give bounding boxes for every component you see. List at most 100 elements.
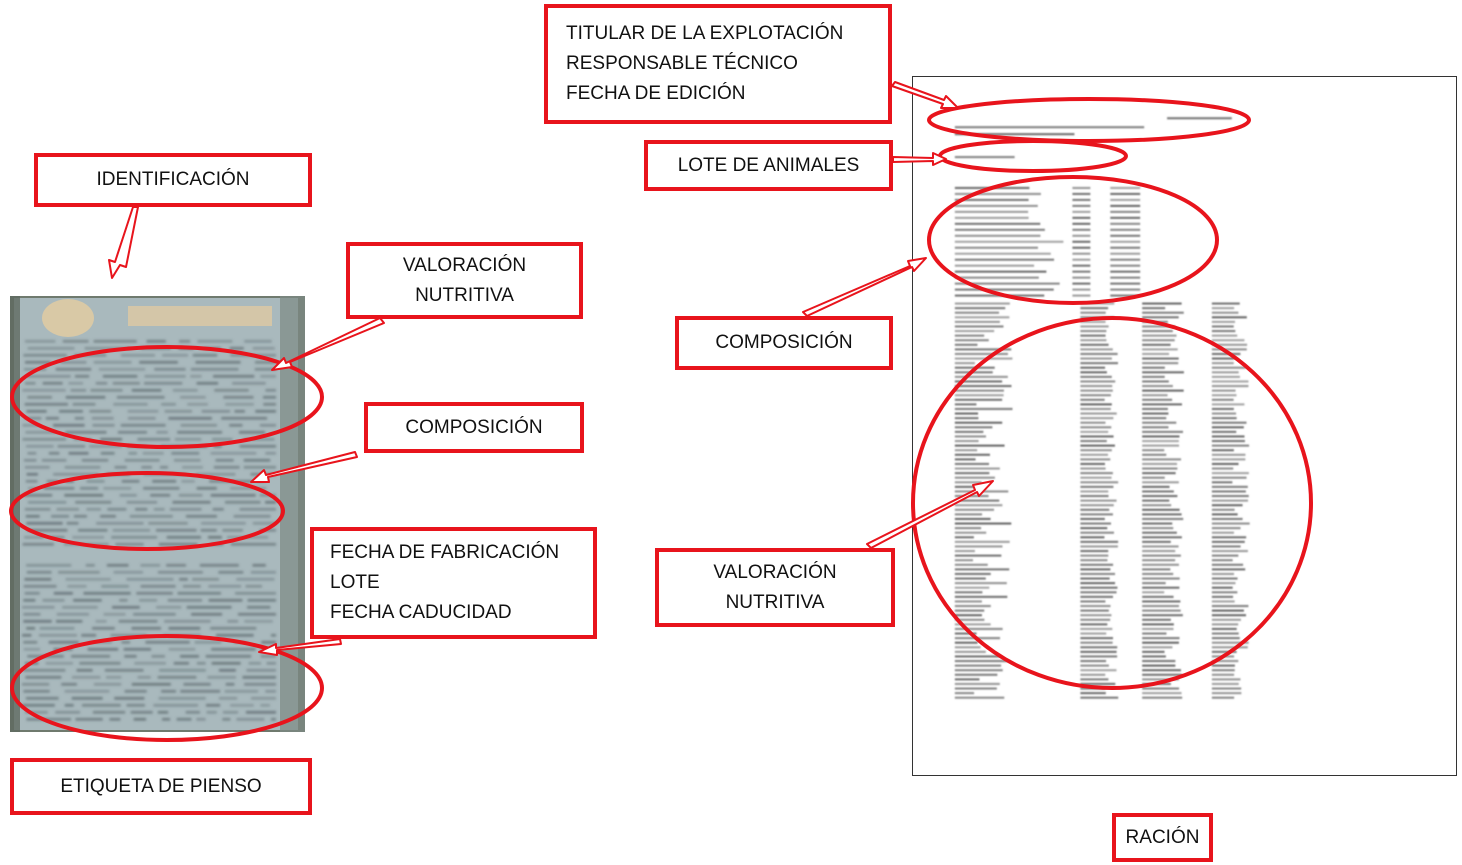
document-text-bar [1080,311,1106,314]
document-text-bar [1080,325,1109,328]
document-text-bar [1211,641,1249,644]
label-text-bar [210,494,256,497]
label-text-bar [144,382,183,385]
label-text-bar [190,368,239,371]
document-text-bar [1072,252,1091,255]
label-text-bar [242,676,276,679]
document-text-bar [1110,276,1141,279]
label-text-bar [213,375,255,378]
document-text-bar [954,609,985,612]
document-text-bar [1110,294,1141,297]
document-text-bar [1211,485,1248,488]
document-text-bar [1142,476,1165,479]
label-text-bar [178,347,194,350]
document-text-bar [1211,554,1239,557]
document-text-bar [1142,632,1167,635]
document-text-bar [1211,664,1235,667]
callout-line: NUTRITIVA [725,591,825,613]
label-text-bar [101,585,129,588]
document-text-bar [954,198,1029,202]
label-text-bar [23,368,47,371]
label-text-bar [141,466,152,469]
label-text-bar [129,515,173,518]
document-text-bar [1080,655,1118,658]
label-text-bar [248,662,261,665]
label-text-bar [53,424,85,427]
document-text-bar [1211,329,1236,333]
callout-valoracion-nutritiva-right: VALORACIÓN NUTRITIVA [655,548,895,627]
label-text-bar [83,592,131,595]
document-text-bar [1080,664,1109,667]
label-text-bar [80,487,99,490]
document-text-bar [1072,276,1091,279]
document-text-bar [954,472,990,475]
document-text-bar [1080,517,1105,521]
label-text-bar [140,585,176,588]
document-text-bar [1142,682,1171,686]
label-text-bar [24,382,36,385]
document-text-bar [1211,380,1249,383]
document-text-bar [1080,375,1112,378]
label-text-bar [100,438,123,441]
document-text-bar [954,449,978,452]
ration-document [912,76,1457,776]
callout-lote-animales: LOTE DE ANIMALES [644,140,893,191]
document-text-bar [1080,627,1113,631]
document-text-bar [954,682,1000,686]
label-text-bar [90,389,123,392]
label-text-bar [136,592,173,595]
document-text-bar [1142,325,1176,328]
label-text-bar [168,627,201,630]
document-text-bar [1211,435,1245,438]
document-text-bar [1072,288,1091,291]
document-text-bar [1072,294,1091,297]
document-text-bar [954,637,1001,640]
label-text-bar [76,669,93,672]
document-text-bar [954,655,1000,658]
document-text-bar [954,258,1055,261]
document-text-bar [1080,449,1112,452]
document-text-bar [1080,513,1113,516]
label-text-bar [25,515,40,518]
label-text-bar [230,543,276,546]
label-text-bar [259,424,276,427]
label-text-bar [27,487,37,490]
document-text-bar [954,380,1003,383]
document-text-bar [1142,577,1180,580]
document-text-bar [1211,453,1246,456]
document-text-bar [1211,627,1237,631]
label-text-bar [216,634,254,637]
document-text-bar [1080,678,1109,681]
label-text-bar [244,340,272,343]
label-text-bar [181,480,195,483]
document-text-bar [1142,366,1165,369]
document-text-bar [1142,462,1178,466]
callout-line: FECHA DE FABRICACIÓN [330,542,560,563]
document-text-bar [954,222,1041,225]
label-text-bar [27,501,67,504]
document-text-bar [954,334,985,337]
document-text-bar [1080,430,1109,433]
document-text-bar [1142,334,1177,337]
document-text-bar [1142,604,1179,608]
document-text-bar [1142,627,1174,631]
label-text-bar [118,620,158,623]
document-text-bar [954,485,980,488]
document-text-bar [954,453,990,456]
label-text-bar [263,396,276,399]
document-text-bar [954,673,998,676]
document-text-bar [1142,540,1171,543]
label-text-bar [92,711,126,714]
label-text-bar [166,564,187,567]
label-text-bar [263,403,276,406]
label-text-bar [78,529,108,532]
document-text-bar [1211,343,1248,346]
document-text-bar [1080,407,1111,411]
document-text-bar [1080,646,1118,649]
document-text-bar [1080,412,1117,415]
label-text-bar [128,452,138,455]
document-text-bar [954,577,986,580]
document-text-bar [1080,572,1116,576]
label-text-bar [230,704,254,707]
label-text-bar [218,697,238,700]
